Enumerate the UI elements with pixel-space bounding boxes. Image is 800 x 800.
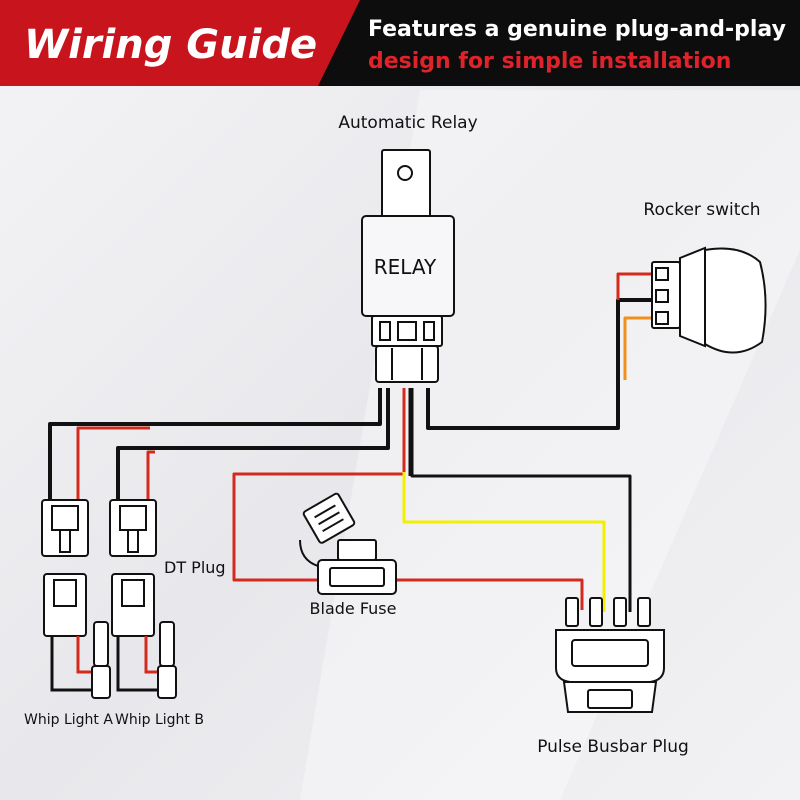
header-line-2: design for simple installation xyxy=(368,49,731,74)
whip-light-a-wiring xyxy=(50,621,111,699)
relay-body-text: RELAY xyxy=(374,255,437,279)
dt-plug-b-latch xyxy=(119,505,147,531)
header-banner: Wiring Guide Features a genuine plug-and… xyxy=(0,0,800,86)
wire-fuse-to-busbar xyxy=(396,578,584,610)
wire-yellow-to-busbar xyxy=(402,472,606,612)
fuse-cap-line-3 xyxy=(322,518,344,533)
dt-plug-b-slot xyxy=(127,529,139,553)
whip-a-red-lead xyxy=(76,636,96,674)
page-title: Wiring Guide xyxy=(24,22,317,68)
dt-plug-label: DT Plug xyxy=(164,558,226,577)
banner-red xyxy=(0,0,360,86)
whip-b-black-lead xyxy=(116,636,158,692)
wire-red-to-fuse xyxy=(232,388,406,582)
wire-whip-b-red xyxy=(146,450,155,500)
relay-pin-2 xyxy=(397,321,417,341)
busbar-latch xyxy=(587,689,633,709)
busbar-window xyxy=(571,639,649,667)
fuse-window xyxy=(329,567,385,587)
fuse-cap xyxy=(302,492,356,544)
busbar-plug xyxy=(555,597,665,713)
whip-b-plug xyxy=(157,665,177,699)
wire-relay-to-switch xyxy=(426,298,652,430)
fuse-cap-strap xyxy=(299,539,319,567)
switch-terminal-1 xyxy=(655,267,669,281)
whip-a-plug xyxy=(91,665,111,699)
relay-tab xyxy=(381,149,431,221)
wire-relay-whip-b-black xyxy=(116,388,390,500)
switch-terminal-3 xyxy=(655,311,669,325)
dt-plug-a xyxy=(41,499,89,637)
whip-a-pin xyxy=(93,621,109,667)
switch-rocker xyxy=(704,247,767,354)
whip-light-a-label: Whip Light A xyxy=(24,712,113,728)
busbar-tab-3 xyxy=(613,597,627,627)
dt-plug-a-socket xyxy=(53,579,77,607)
dt-plug-a-slot xyxy=(59,529,71,553)
relay-pin-1 xyxy=(379,321,391,341)
rocker-switch-label: Rocker switch xyxy=(643,200,760,220)
relay-plug xyxy=(375,345,439,383)
dt-plug-b xyxy=(109,499,157,637)
busbar-tab-4 xyxy=(637,597,651,627)
blade-fuse-label: Blade Fuse xyxy=(310,599,397,618)
wire-relay-whip-a-black xyxy=(48,388,382,500)
blade-fuse xyxy=(299,492,397,595)
wire-switch-red xyxy=(616,272,652,300)
dt-plug-a-latch xyxy=(51,505,79,531)
switch-terminal-2 xyxy=(655,289,669,303)
wire-switch-orange xyxy=(623,316,652,380)
whip-light-b-label: Whip Light B xyxy=(115,712,204,728)
busbar-label: Pulse Busbar Plug xyxy=(537,737,689,757)
whip-b-pin xyxy=(159,621,175,667)
whip-a-black-lead xyxy=(50,636,92,692)
relay-pin-3 xyxy=(423,321,435,341)
wire-whip-a-red xyxy=(76,426,150,500)
whip-light-b-wiring xyxy=(116,621,177,699)
wires xyxy=(48,272,652,612)
rocker-switch xyxy=(651,246,767,354)
fuse-top xyxy=(337,539,377,561)
busbar-tab-1 xyxy=(565,597,579,627)
relay-tab-hole xyxy=(397,165,413,181)
whip-b-red-lead xyxy=(144,636,160,674)
relay-label: Automatic Relay xyxy=(338,113,477,133)
relay: RELAY xyxy=(361,149,455,383)
wire-black-to-busbar xyxy=(410,388,632,612)
switch-housing xyxy=(679,246,706,348)
header-line-1: Features a genuine plug-and-play xyxy=(368,17,786,42)
dt-plug-b-socket xyxy=(121,579,145,607)
fuse-cap-line-2 xyxy=(318,511,340,526)
busbar-tab-2 xyxy=(589,597,603,627)
fuse-cap-line-1 xyxy=(314,504,336,519)
